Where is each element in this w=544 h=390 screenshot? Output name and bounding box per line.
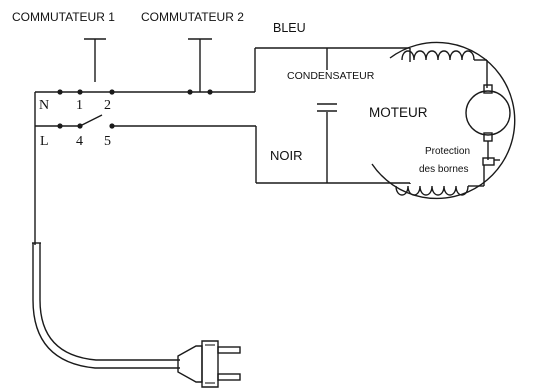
black-line bbox=[35, 125, 410, 184]
capacitor-label: CONDENSATEUR bbox=[287, 70, 375, 82]
switch2-actuator bbox=[188, 38, 212, 92]
terminal-4: 4 bbox=[76, 134, 83, 149]
motor-housing bbox=[371, 41, 516, 200]
switch1-actuator bbox=[84, 38, 106, 82]
protection-label-2: des bornes bbox=[419, 164, 468, 175]
switch2-label: COMMUTATEUR 2 bbox=[141, 10, 244, 24]
protection-label-1: Protection bbox=[425, 146, 470, 157]
blue-wire-label: BLEU bbox=[273, 21, 306, 35]
thermal-protector-icon bbox=[482, 157, 500, 166]
switch1-label: COMMUTATEUR 1 bbox=[12, 10, 115, 24]
rotor-icon bbox=[465, 84, 511, 160]
top-winding-icon bbox=[401, 48, 488, 88]
bottom-winding-icon bbox=[395, 165, 485, 196]
power-cable bbox=[32, 242, 180, 369]
terminal-l: L bbox=[40, 134, 49, 149]
motor-label: MOTEUR bbox=[369, 105, 428, 120]
black-wire-label: NOIR bbox=[270, 148, 303, 163]
blue-line bbox=[35, 47, 410, 93]
terminal-2: 2 bbox=[104, 98, 111, 113]
terminal-n: N bbox=[39, 98, 49, 113]
junction-dots bbox=[57, 89, 213, 129]
terminal-5: 5 bbox=[104, 134, 111, 149]
terminal-1: 1 bbox=[76, 98, 83, 113]
plug-icon bbox=[177, 340, 241, 388]
capacitor bbox=[317, 48, 337, 183]
